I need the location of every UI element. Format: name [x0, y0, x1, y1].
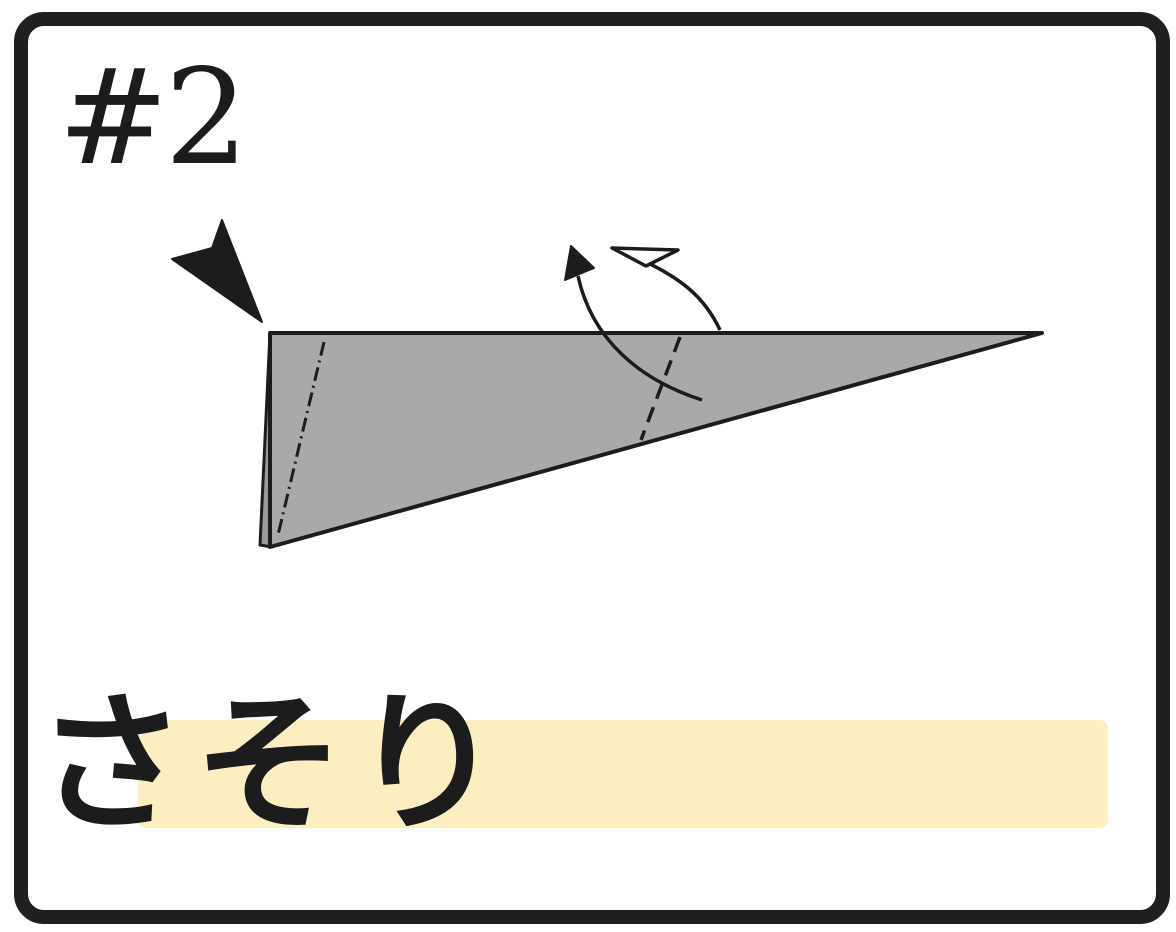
- flip-over-arrow: [641, 258, 722, 331]
- valley-fold-line: [639, 336, 682, 441]
- flip-over-arrowhead: [610, 246, 680, 268]
- valley-fold-arrowhead: [564, 245, 595, 281]
- mountain-fold-line: [276, 341, 326, 536]
- valley-fold-arrow: [576, 275, 703, 402]
- push-arrow: [171, 219, 263, 323]
- paper-triangle: [268, 331, 1044, 549]
- title-highlight-bar: [138, 720, 1108, 828]
- step-number-label: #2: [58, 41, 249, 195]
- model-title: さそり: [36, 678, 511, 852]
